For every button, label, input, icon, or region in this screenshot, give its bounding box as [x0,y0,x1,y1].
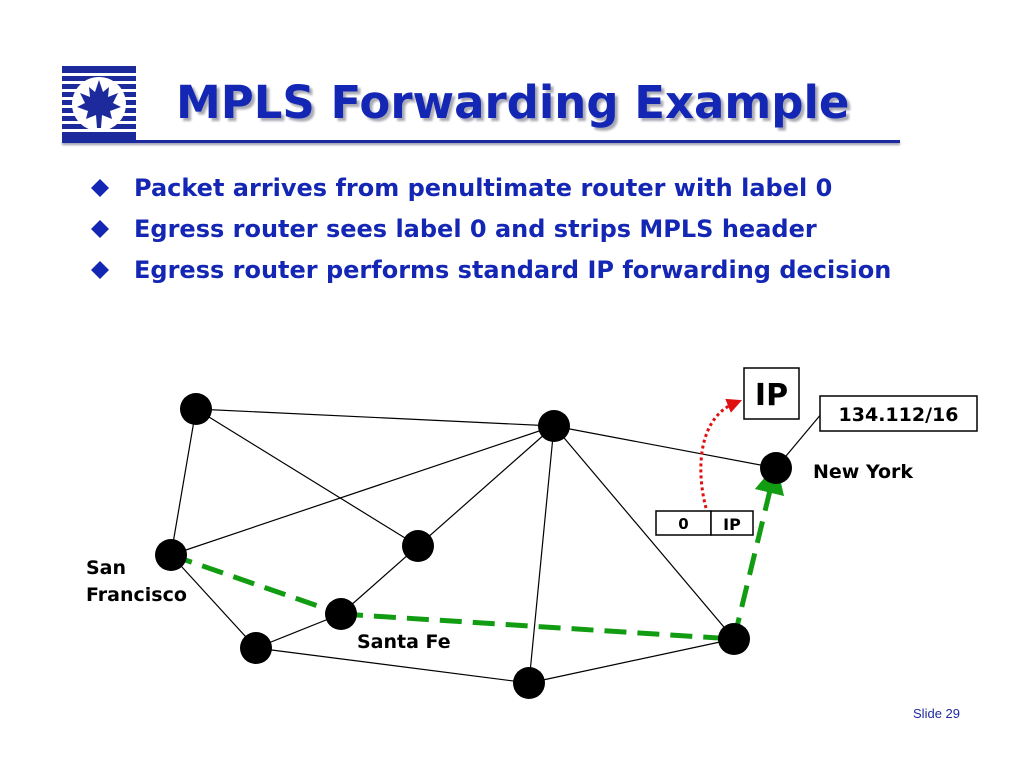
city-label-san-francisco-line1: San [86,557,126,579]
bullet-text: Egress router sees label 0 and strips MP… [134,214,817,243]
router-node [240,632,272,664]
prefix-box: 134.112/16 [819,395,978,432]
link [255,647,530,684]
bullet-item: Egress router performs standard IP forwa… [90,249,891,290]
router-node-egress [718,623,750,655]
router-node [180,393,212,425]
title-underline [62,140,900,143]
ip-box-label: IP [755,378,788,413]
bullet-item: Packet arrives from penultimate router w… [90,167,891,208]
ip-box: IP [743,367,800,420]
packet-label-value: 0 [678,515,688,533]
city-label-san-francisco-line2: Francisco [86,584,187,606]
ip-forwarding-arrow [699,398,742,509]
diamond-bullet-icon [91,219,109,238]
link [170,408,197,556]
bullet-list: Packet arrives from penultimate router w… [90,167,891,290]
lsp-segment [170,552,342,617]
link [170,425,555,556]
lsp-segment [731,463,785,640]
router-node [513,667,545,699]
link [170,554,257,649]
router-nodes [155,393,792,699]
packet-payload-label: IP [723,515,741,534]
link [553,425,735,640]
router-node-santa-fe [325,598,357,630]
link [195,408,555,427]
diamond-bullet-icon [91,260,109,279]
slide-title: MPLS Forwarding Example [176,76,850,129]
router-node [538,410,570,442]
link [195,408,419,547]
bullet-text: Packet arrives from penultimate router w… [134,173,833,202]
prefix-box-label: 134.112/16 [839,404,959,426]
router-node-san-francisco [155,539,187,571]
link [340,425,555,615]
maple-leaf-logo-icon [62,66,136,140]
city-label-santa-fe: Santa Fe [357,631,451,653]
link [528,425,555,684]
router-node-new-york [760,452,792,484]
lsp-path [170,463,785,642]
slide-number: Slide 29 [913,706,960,721]
diamond-bullet-icon [91,178,109,197]
bullet-text: Egress router performs standard IP forwa… [134,255,892,284]
link [553,425,777,469]
bullet-item: Egress router sees label 0 and strips MP… [90,208,891,249]
link [528,638,735,684]
city-label-new-york: New York [813,461,913,483]
router-node [402,530,434,562]
mpls-packet: 0 IP [655,510,754,536]
